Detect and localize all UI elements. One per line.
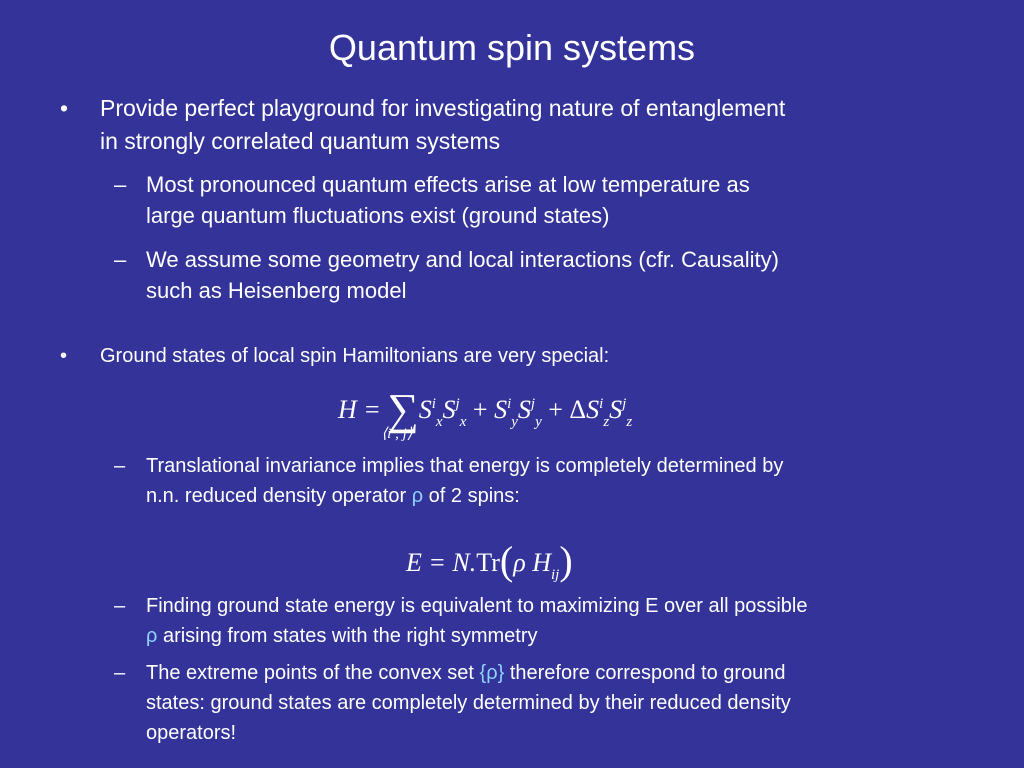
bullet-text: Provide perfect playground for investiga… [100, 95, 786, 154]
bullet-text: Ground states of local spin Hamiltonians… [100, 345, 610, 367]
dash-mark: – [114, 247, 127, 272]
sum-symbol: ∑ [387, 385, 419, 434]
subbullet-text: Most pronounced quantum effects arise at… [146, 172, 750, 228]
rho-highlight: ρ [146, 625, 158, 647]
hamiltonian-equation: H = ∑⟨i , j⟩SixSjx + SiySjy + ΔSizSjz [338, 385, 633, 442]
energy-equation: E = N.Tr(ρ Hij) [406, 538, 573, 583]
bullet-mark: • [60, 345, 68, 367]
dash-mark: – [114, 595, 126, 617]
rho-set-highlight: {ρ} [479, 662, 505, 684]
dash-mark: – [114, 662, 126, 684]
subbullet-text: Translational invariance implies that en… [146, 455, 784, 507]
dash-mark: – [114, 455, 126, 477]
bullet-mark: • [60, 95, 69, 121]
slide-title: Quantum spin systems [328, 27, 696, 68]
dash-mark: – [114, 172, 127, 197]
rho-highlight: ρ [411, 485, 424, 507]
subbullet-text: We assume some geometry and local intera… [146, 247, 779, 303]
sum-index: ⟨i , j⟩ [381, 426, 413, 442]
subbullet-text: The extreme points of the convex set {ρ}… [146, 662, 791, 744]
subbullet-text: Finding ground state energy is equivalen… [146, 595, 808, 647]
